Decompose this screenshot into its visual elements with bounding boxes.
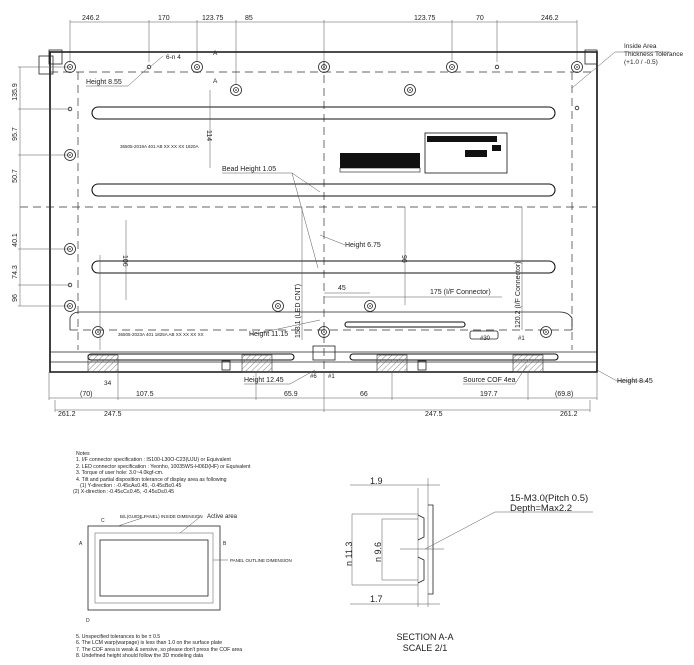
labels xyxy=(339,132,508,174)
note-5: 5. Unspecified tolerances to be ± 0.5 xyxy=(76,634,161,640)
left-dimensions: 135.9 95.7 50.7 40.1 74.3 96 xyxy=(12,66,70,307)
note-1: 1. I/F connector specification : IS100-L… xyxy=(76,457,231,464)
dim-if-connector-v: 120.2 (I/F Connector) xyxy=(515,261,522,328)
height-6-75: Height 6.75 xyxy=(345,242,381,249)
dim-bottom-r2-right: 261.2 xyxy=(560,411,578,418)
dim-bottom-2: 107.5 xyxy=(136,391,154,398)
tolerance-diagram xyxy=(87,516,228,611)
section-dim-1-9: 1.9 xyxy=(370,476,383,486)
height-11-15: Height 11.15 xyxy=(249,331,288,338)
depth-spec: Depth=Max2.2 xyxy=(510,503,572,514)
dim-if-connector-h: 175 (I/F Connector) xyxy=(430,289,491,296)
notes-block-2: 5. Unspecified tolerances to be ± 0.5 6.… xyxy=(76,634,242,660)
part-number-top: 36505-2019A 401 AB XX XX XX 1820A xyxy=(120,144,199,149)
dim-bottom-r2-mid-right: 247.5 xyxy=(425,411,443,418)
dim-34: 34 xyxy=(104,380,112,387)
note-4: 4. Tilt and partial disposition toleranc… xyxy=(76,476,227,483)
section-scale: SCALE 2/1 xyxy=(403,643,448,653)
dim-top-4: 85 xyxy=(245,15,253,22)
dim-left-2: 95.7 xyxy=(12,127,19,141)
section-dim-9-6: n 9.6 xyxy=(373,542,383,562)
pin-6: #6 xyxy=(310,374,317,380)
section-mark-a-top: A xyxy=(213,50,218,57)
dim-left-5: 74.3 xyxy=(12,265,19,279)
label-a: A xyxy=(79,541,83,547)
bottom-dimensions: (70) 107.5 65.9 66 197.7 (69.8) 261.2 24… xyxy=(48,372,598,418)
note-2: 2. LED connector specification : Yeonho,… xyxy=(76,463,251,470)
dim-left-6: 96 xyxy=(12,294,19,302)
thickness-tolerance-value: (+1.0 / -0.5) xyxy=(624,59,658,66)
top-dimensions: 246.2 170 123.75 85 123.75 70 246.2 xyxy=(69,15,578,85)
inside-dimension-label: B/L(GUIDE PANEL) INSIDE DIMENSION xyxy=(120,514,203,519)
dim-bottom-r2-left: 261.2 xyxy=(58,411,76,418)
pin-1-led: #1 xyxy=(328,374,335,380)
dim-top-3: 123.75 xyxy=(202,15,224,22)
note-3: 3. Torque of user hole: 3.0~4.0kgf-cm. xyxy=(76,470,164,477)
outline-dimension-label: PANEL OUTLINE DIMENSION xyxy=(230,558,292,563)
label-c: C xyxy=(101,518,105,524)
bead-height: Bead Height 1.05 xyxy=(222,166,276,173)
dim-bottom-1: (70) xyxy=(80,391,92,398)
notes-block: Notes 1. I/F connector specification : I… xyxy=(73,451,251,496)
active-area-label: Active area xyxy=(207,514,238,520)
section-title: SECTION A-A xyxy=(396,632,453,642)
notes-title: Notes xyxy=(76,451,90,457)
dim-106: 106 xyxy=(121,255,128,267)
screw-spec: 15-M3.0(Pitch 0.5) xyxy=(510,493,588,504)
mounting-holes xyxy=(64,61,583,338)
note-7: 7. The COF area is weak & sensive, so pl… xyxy=(76,646,243,653)
section-dim-1-7: 1.7 xyxy=(370,594,383,604)
pin-30: #30 xyxy=(480,336,491,342)
dim-led-cnt: 153.1 (LED CNT) xyxy=(295,284,302,338)
dim-left-3: 50.7 xyxy=(12,169,19,183)
note-6: 6. The LCM warp(warpage) is less than 1.… xyxy=(76,640,223,647)
dim-top-7: 246.2 xyxy=(541,15,559,22)
dim-left-1: 135.9 xyxy=(12,83,19,101)
note-8: 8. Undefined height should follow the 3D… xyxy=(76,653,204,660)
section-dim-11-3: n 11.3 xyxy=(344,542,354,566)
dim-bottom-6: (69.8) xyxy=(555,391,573,398)
label-b: B xyxy=(223,541,227,547)
dim-bottom-3: 65.9 xyxy=(284,391,298,398)
dim-left-4: 40.1 xyxy=(12,233,19,247)
label-d: D xyxy=(86,618,90,624)
part-number-bottom: 36505-2023A 401 1825A AB XX XX XX XX xyxy=(118,332,204,337)
pin-1: #1 xyxy=(518,336,525,342)
source-cof xyxy=(87,330,544,373)
dim-114: 114 xyxy=(205,130,212,141)
note-4-1: (1) Y-direction : -0.45≤A≤0.45, -0.45≤B≤… xyxy=(80,483,182,490)
dim-top-2: 170 xyxy=(158,15,170,22)
section-mark-a-bottom: A xyxy=(213,78,218,85)
bead-slots xyxy=(87,106,559,361)
dim-bottom-5: 197.7 xyxy=(480,391,498,398)
dim-bottom-4: 66 xyxy=(360,391,368,398)
inside-area-label: Inside Area xyxy=(624,43,657,50)
note-4-2: (2) X-direction :-0.45≤C≤0.45, -0.45≤D≤0… xyxy=(73,489,175,496)
height-8-45: Height 8.45 xyxy=(617,378,653,385)
dim-top-6: 70 xyxy=(476,15,484,22)
dim-top-5: 123.75 xyxy=(414,15,436,22)
section-a-a xyxy=(350,478,593,607)
source-cof-label: Source COF 4ea xyxy=(463,377,516,384)
panel-outline xyxy=(20,49,598,373)
dim-top-1: 246.2 xyxy=(82,15,100,22)
height-8-55: Height 8.55 xyxy=(86,79,122,86)
dim-bottom-r2-mid-left: 247.5 xyxy=(104,411,122,418)
height-12-45: Height 12.45 xyxy=(244,377,284,384)
dim-96: 96 xyxy=(400,255,407,263)
holes-callout: 6-n 4 xyxy=(166,54,181,61)
thickness-tolerance-label: Thickness Tolerance xyxy=(624,51,684,58)
dim-45: 45 xyxy=(338,285,346,292)
